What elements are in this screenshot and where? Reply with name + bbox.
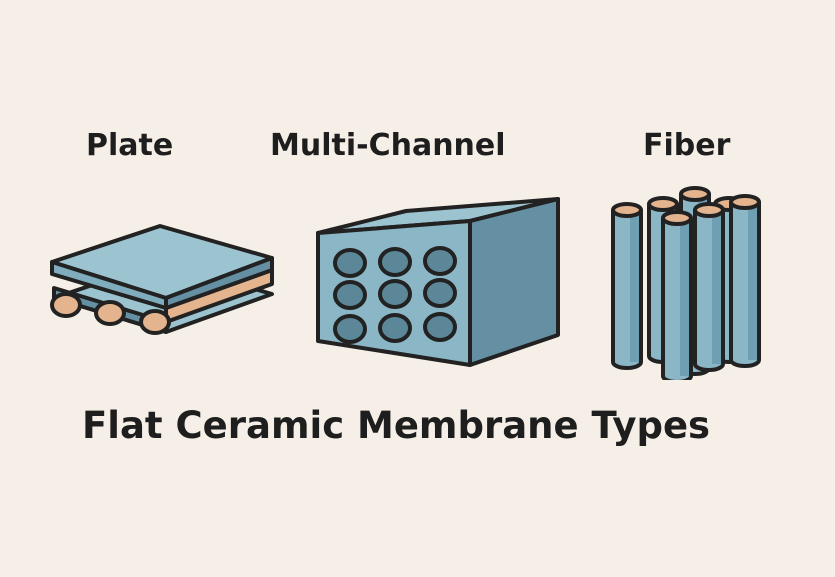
channel-opening-6 [423, 278, 457, 308]
multi-channel-block-icon [316, 197, 560, 367]
channel-opening-4 [333, 280, 367, 310]
multi-channel-label: Multi-Channel [270, 128, 506, 163]
fiber-tube-7 [661, 210, 693, 380]
fiber-tube-5 [729, 194, 761, 368]
channel-opening-2 [378, 247, 412, 277]
fiber-tube-4 [611, 202, 643, 370]
fiber-bundle-icon [611, 186, 761, 380]
channel-opening-7 [333, 314, 367, 344]
channel-opening-3 [423, 246, 457, 276]
fiber-tube-6 [693, 202, 725, 372]
plate-label: Plate [86, 128, 174, 163]
channel-opening-8 [378, 313, 412, 343]
plate-membrane-icon [50, 224, 274, 335]
channel-opening-1 [333, 248, 367, 278]
diagram-title: Flat Ceramic Membrane Types [82, 404, 711, 447]
channel-opening-5 [378, 279, 412, 309]
channel-opening-9 [423, 312, 457, 342]
channel-grid [333, 246, 457, 344]
fiber-label: Fiber [643, 128, 731, 163]
